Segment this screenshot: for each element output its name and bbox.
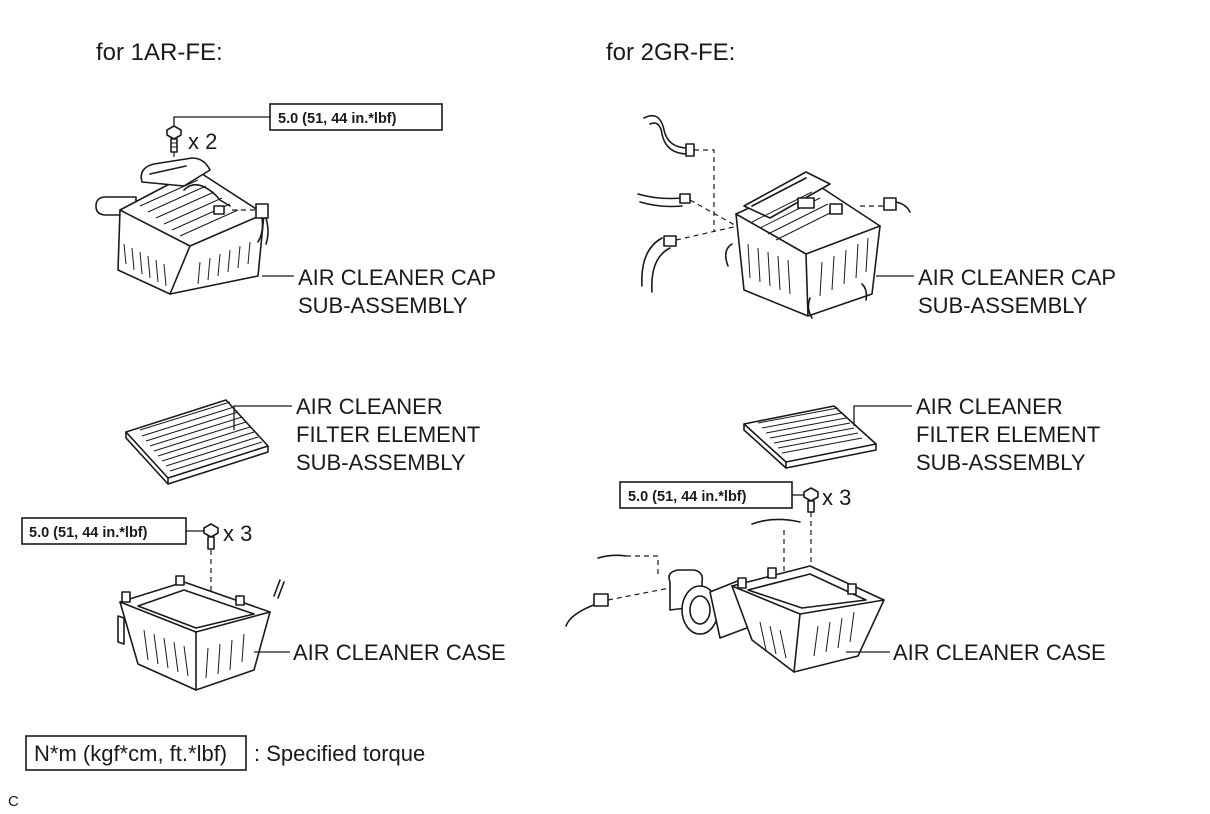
hose-icon [641,235,677,293]
filter-element-icon [743,405,877,469]
hose-dash-line [694,149,715,232]
air-cleaner-cap-icon [95,157,265,295]
legend-description: : Specified torque [254,741,425,766]
label-filter-right-1: AIR CLEANER [916,394,1063,419]
label-cap-left-2: SUB-ASSEMBLY [298,293,468,318]
quantity-cap-left: x 2 [188,129,217,154]
label-filter-left-1: AIR CLEANER [296,394,443,419]
connector-icon [232,203,269,245]
air-cleaner-cap-icon [724,171,881,319]
label-filter-right-3: SUB-ASSEMBLY [916,450,1086,475]
air-cleaner-case-icon [668,565,885,673]
label-cap-right-1: AIR CLEANER CAP [918,265,1116,290]
torque-value: 5.0 (51, 44 in.*lbf) [278,111,397,127]
torque-box-case-right: 5.0 (51, 44 in.*lbf) [619,481,793,509]
gasket-icon [751,518,801,525]
hose-icon [643,114,695,157]
torque-box-case-left: 5.0 (51, 44 in.*lbf) [21,517,187,545]
hose-icon [637,193,691,208]
bolt-icon [803,487,819,513]
torque-value: 5.0 (51, 44 in.*lbf) [628,489,747,505]
connector-icon [860,197,911,213]
label-case-right: AIR CLEANER CASE [893,640,1106,665]
header-2gr-fe: for 2GR-FE: [606,39,735,66]
leader-filter-left [233,405,292,430]
label-filter-left-3: SUB-ASSEMBLY [296,450,466,475]
leader-filter-right [853,405,912,426]
label-cap-left-1: AIR CLEANER CAP [298,265,496,290]
label-cap-right-2: SUB-ASSEMBLY [918,293,1088,318]
torque-box-cap-left: 5.0 (51, 44 in.*lbf) [269,103,443,131]
label-filter-right-2: FILTER ELEMENT [916,422,1100,447]
header-1ar-fe: for 1AR-FE: [96,39,223,66]
bolt-icon [166,125,182,153]
legend-unit: N*m (kgf*cm, ft.*lbf) [34,741,227,766]
figure-code: C [8,793,19,810]
connector-icon [565,554,681,627]
filter-element-icon [125,399,269,485]
quantity-case-left: x 3 [223,521,252,546]
label-case-left: AIR CLEANER CASE [293,640,506,665]
bolt-icon [203,523,219,550]
air-cleaner-case-icon [117,575,285,691]
torque-value: 5.0 (51, 44 in.*lbf) [29,525,148,541]
quantity-case-right: x 3 [822,485,851,510]
torque-legend: N*m (kgf*cm, ft.*lbf) : Specified torque [25,735,425,771]
hose-dash-line [689,199,741,229]
label-filter-left-2: FILTER ELEMENT [296,422,480,447]
hose-dash-line [675,225,739,241]
